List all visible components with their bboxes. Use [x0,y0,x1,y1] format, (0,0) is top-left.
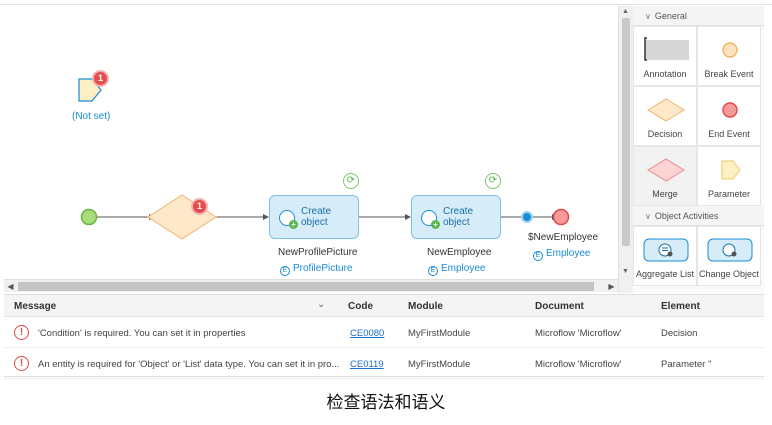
column-header-code[interactable]: Code [348,301,373,312]
chevron-down-icon: ∨ [645,212,651,221]
toolbox-item-label: End Event [708,129,750,139]
parameter-label: (Not set) [72,111,111,122]
top-divider [0,4,772,5]
toolbox-item-label: Merge [652,189,678,199]
create-object-activity-2[interactable]: + Create object [411,195,501,239]
start-event [80,208,98,226]
scroll-down-icon[interactable]: ▼ [622,268,629,275]
error-element: Decision [661,328,698,339]
error-element: Parameter '' [661,359,712,370]
column-header-message[interactable]: Message [14,301,57,312]
error-message: An entity is required for 'Object' or 'L… [38,359,340,370]
error-message: 'Condition' is required. You can set it … [38,328,246,339]
activity-var-name: NewProfilePicture [278,247,358,258]
toolbox-item-merge[interactable]: Merge [633,146,697,206]
error-row[interactable]: ! An entity is required for 'Object' or … [4,349,764,379]
toolbox-scroll-thumb[interactable] [622,18,630,246]
error-list: Message ⌄ Code Module Document Element !… [4,294,764,379]
error-document: Microflow 'Microflow' [535,359,622,370]
figure-caption: 检查语法和语义 [326,393,446,413]
merge-icon [647,158,685,182]
break-event-icon [722,42,738,58]
toolbox-item-end-event[interactable]: End Event [697,86,761,146]
column-header-module[interactable]: Module [408,301,443,312]
parameter-icon [721,160,741,180]
toolbox-section-general[interactable]: ∨General [633,6,764,26]
toolbox-panel: ▲ ▼ ∨General Annotation Break Event Deci… [618,6,764,293]
end-event [552,208,570,226]
output-connector [521,211,533,223]
error-icon: ! [14,356,29,371]
error-list-header: Message ⌄ Code Module Document Element [4,295,764,317]
toolbox-item-break-event[interactable]: Break Event [697,26,761,86]
toolbox-item-parameter[interactable]: Parameter [697,146,761,206]
toolbox-item-label: Decision [647,129,683,139]
scroll-left-icon[interactable]: ◀ [7,282,14,291]
decision-error-badge: 1 [191,198,208,215]
activity-label: Create object [443,206,474,228]
create-object-icon: + [421,210,440,229]
scroll-up-icon[interactable]: ▲ [622,8,629,15]
refresh-icon[interactable]: ⟳ [343,173,359,189]
scroll-right-icon[interactable]: ▶ [608,282,615,291]
change-object-icon [707,238,753,262]
toolbox-item-change-object[interactable]: Change Object [697,226,761,286]
error-module: MyFirstModule [408,328,471,339]
toolbox-item-label: Parameter [707,189,751,199]
entity-icon: E [533,251,543,261]
refresh-icon[interactable]: ⟳ [485,173,501,189]
error-icon: ! [14,325,29,340]
chevron-down-icon[interactable]: ⌄ [317,299,326,310]
canvas-horizontal-scrollbar[interactable]: ◀ ▶ [4,279,618,292]
end-event-icon [722,102,738,118]
error-module: MyFirstModule [408,359,471,370]
flow-graphics [78,78,570,240]
column-header-document[interactable]: Document [535,301,584,312]
scroll-thumb[interactable] [18,282,594,291]
toolbox-item-label: Change Object [698,269,760,279]
aggregate-list-icon [643,238,689,262]
chevron-down-icon: ∨ [645,12,651,21]
decision-icon [647,98,685,122]
error-row[interactable]: ! 'Condition' is required. You can set i… [4,318,764,348]
toolbox-item-label: Aggregate List [635,269,695,279]
error-document: Microflow 'Microflow' [535,328,622,339]
annotation-icon [644,37,689,61]
toolbox-item-annotation[interactable]: Annotation [633,26,697,86]
flow-arrow [263,214,269,220]
flow-arrow [405,214,411,220]
toolbox-item-label: Annotation [643,69,687,79]
error-code-link[interactable]: CE0119 [350,359,384,370]
activity-var-name: NewEmployee [427,247,492,258]
create-object-activity-1[interactable]: + Create object [269,195,359,239]
activity-label: Create object [301,206,332,228]
toolbox-section-object-activities[interactable]: ∨Object Activities [633,206,764,226]
toolbox-item-decision[interactable]: Decision [633,86,697,146]
entity-icon: E [428,266,438,276]
column-header-element[interactable]: Element [661,301,700,312]
entity-icon: E [280,266,290,276]
toolbox-item-aggregate-list[interactable]: Aggregate List [633,226,697,286]
parameter-error-badge: 1 [92,70,109,87]
create-object-icon: + [279,210,298,229]
toolbox-item-label: Break Event [704,69,754,79]
error-code-link[interactable]: CE0080 [350,328,385,339]
toolbox-scrollbar[interactable]: ▲ ▼ [619,6,633,293]
end-var-name: $NewEmployee [528,232,599,243]
microflow-canvas[interactable]: 1 1 (Not set) ⟳ + Create object NewProfi… [4,6,616,281]
